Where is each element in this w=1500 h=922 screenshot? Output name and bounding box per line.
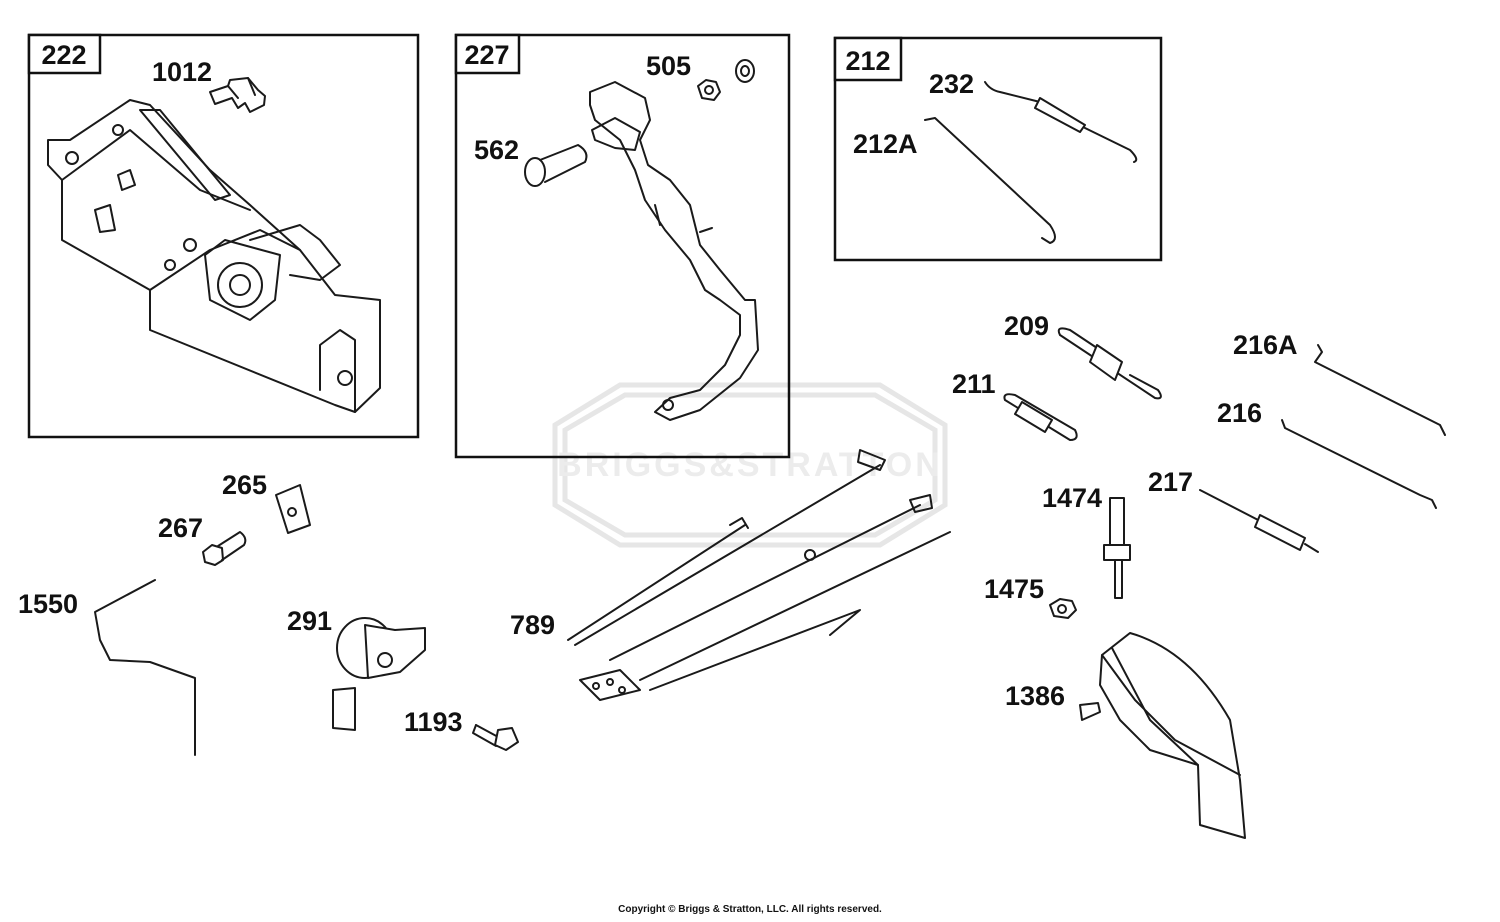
pin-562-drawing[interactable] xyxy=(524,144,588,187)
box-212[interactable]: 212 xyxy=(833,36,1163,262)
screw-267-drawing[interactable] xyxy=(202,531,247,566)
label-789[interactable]: 789 xyxy=(510,610,555,640)
air-guide-1386-drawing[interactable] xyxy=(1079,632,1246,839)
label-291[interactable]: 291 xyxy=(287,606,332,636)
wire-harness-789-drawing[interactable] xyxy=(567,449,951,701)
stud-1474-drawing[interactable] xyxy=(1103,497,1131,599)
label-216[interactable]: 216 xyxy=(1217,398,1262,428)
label-1193[interactable]: 1193 xyxy=(404,707,463,737)
label-212a[interactable]: 212A xyxy=(853,129,918,159)
spring-217-drawing[interactable] xyxy=(1199,489,1319,553)
rod-216-drawing[interactable] xyxy=(1281,419,1437,509)
spring-211-drawing[interactable] xyxy=(1003,393,1078,441)
box-222[interactable]: 222 xyxy=(27,33,420,439)
clip-1012-drawing[interactable] xyxy=(209,77,266,113)
label-232[interactable]: 232 xyxy=(929,69,974,99)
box-212-number: 212 xyxy=(845,46,890,76)
label-1012[interactable]: 1012 xyxy=(152,57,212,87)
nut-1475-drawing[interactable] xyxy=(1049,598,1077,619)
label-216a[interactable]: 216A xyxy=(1233,330,1298,360)
box-222-number: 222 xyxy=(41,40,86,70)
link-rod-1550-drawing[interactable] xyxy=(94,579,196,756)
governor-lever-drawing[interactable] xyxy=(589,81,759,421)
label-1475[interactable]: 1475 xyxy=(984,574,1044,604)
watermark-text: BRIGGS&STRATTON xyxy=(557,446,943,484)
copyright-notice: Copyright © Briggs & Stratton, LLC. All … xyxy=(618,904,882,915)
rod-216a-drawing[interactable] xyxy=(1314,344,1446,436)
box-227[interactable]: 227 xyxy=(454,33,791,459)
label-217[interactable]: 217 xyxy=(1148,467,1193,497)
label-209[interactable]: 209 xyxy=(1004,311,1049,341)
label-267[interactable]: 267 xyxy=(158,513,203,543)
brand-watermark: BRIGGS&STRATTON xyxy=(552,382,948,548)
label-562[interactable]: 562 xyxy=(474,135,519,165)
spring-232-drawing[interactable] xyxy=(984,81,1138,163)
box-227-number: 227 xyxy=(464,40,509,70)
control-bracket-drawing[interactable] xyxy=(47,99,381,413)
label-1386[interactable]: 1386 xyxy=(1005,681,1065,711)
nut-505-drawing[interactable] xyxy=(697,59,755,101)
label-505[interactable]: 505 xyxy=(646,51,691,81)
label-211[interactable]: 211 xyxy=(952,369,996,399)
label-265[interactable]: 265 xyxy=(222,470,267,500)
spring-209-drawing[interactable] xyxy=(1057,327,1162,400)
label-1550[interactable]: 1550 xyxy=(18,589,78,619)
part-callouts: 1012 505 562 232 212A 209 216A 211 216 2… xyxy=(18,51,1298,737)
switch-291-drawing[interactable] xyxy=(332,617,426,731)
bolt-1193-drawing[interactable] xyxy=(472,724,519,751)
label-1474[interactable]: 1474 xyxy=(1042,483,1102,513)
rod-212a-drawing[interactable] xyxy=(924,117,1056,244)
clip-265-drawing[interactable] xyxy=(275,484,311,534)
